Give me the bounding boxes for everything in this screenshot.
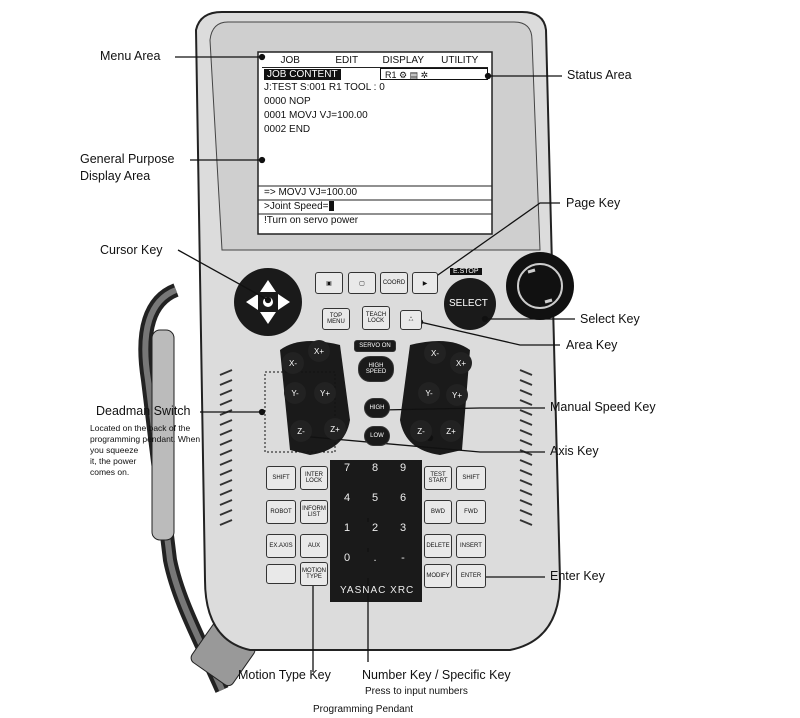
servo-on-key[interactable]: SERVO ON	[354, 340, 396, 352]
area-key[interactable]: ஃ	[400, 310, 422, 330]
num-key-7[interactable]: 7	[334, 462, 360, 488]
axis-key-right-x-plus[interactable]: X+	[450, 352, 472, 374]
num-key-2[interactable]: 2	[362, 522, 388, 548]
label-motion-type-key: Motion Type Key	[238, 668, 331, 682]
estop-button	[506, 252, 574, 320]
axis-key-left-z-minus[interactable]: Z-	[290, 420, 312, 442]
aux-key[interactable]: AUX	[300, 534, 328, 558]
label-general-purpose: General Purpose	[80, 152, 175, 166]
modify-key[interactable]: MODIFY	[424, 564, 452, 588]
inform-list-key[interactable]: INFORM LIST	[300, 500, 328, 524]
axis-key-right-y-minus[interactable]: Y-	[418, 382, 440, 404]
num-key-8[interactable]: 8	[362, 462, 388, 488]
lcd-menu: JOB EDIT DISPLAY UTILITY	[262, 55, 488, 68]
label-area-key: Area Key	[566, 338, 618, 352]
axis-key-left-x-minus[interactable]: X-	[282, 352, 304, 374]
lcd-frame	[257, 51, 493, 235]
num-key-6[interactable]: 6	[390, 492, 416, 518]
axis-key-right-y-plus[interactable]: Y+	[446, 384, 468, 406]
manual-speed-low[interactable]: LOW	[364, 426, 390, 446]
menu-display[interactable]: DISPLAY	[382, 55, 425, 66]
label-display-area: Display Area	[80, 169, 151, 183]
axis-key-right-x-minus[interactable]: X-	[424, 342, 446, 364]
axis-key-right-z-minus[interactable]: Z-	[410, 420, 432, 442]
status-area: R1 ⚙ ▤ ✲	[380, 68, 488, 80]
enter-key[interactable]: ENTER	[456, 564, 486, 588]
num-key-1[interactable]: 1	[334, 522, 360, 548]
left-bottom-key[interactable]	[266, 564, 296, 584]
axis-key-right-z-plus[interactable]: Z+	[440, 420, 462, 442]
label-select-key: Select Key	[580, 312, 640, 326]
page-key-2[interactable]: ▢	[348, 272, 376, 294]
estop-label: E.STOP	[450, 268, 482, 275]
num-key-minus[interactable]: -	[390, 552, 416, 578]
menu-edit[interactable]: EDIT	[335, 55, 359, 66]
label-manual-speed-key: Manual Speed Key	[550, 400, 656, 414]
axis-key-left-x-plus[interactable]: X+	[308, 340, 330, 362]
menu-utility[interactable]: UTILITY	[441, 55, 479, 66]
job-line-0002: 0002 END	[264, 124, 311, 135]
label-enter-key: Enter Key	[550, 569, 605, 583]
deadman-note: Located on the back of the programming p…	[90, 423, 201, 477]
num-key-9[interactable]: 9	[390, 462, 416, 488]
label-cursor-key: Cursor Key	[100, 243, 163, 257]
coord-key[interactable]: COORD	[380, 272, 408, 294]
interlock-key[interactable]: INTER LOCK	[300, 466, 328, 490]
lcd-screen: JOB EDIT DISPLAY UTILITY JOB CONTENT R1 …	[262, 55, 488, 231]
cursor-arrows-icon	[246, 280, 290, 324]
job-content-title: JOB CONTENT	[264, 69, 341, 80]
menu-job[interactable]: JOB	[280, 55, 300, 66]
shift-left-key[interactable]: SHIFT	[266, 466, 296, 490]
bwd-key[interactable]: BWD	[424, 500, 452, 524]
job-info-line: J:TEST S:001 R1 TOOL : 0	[264, 82, 385, 93]
brand-label: YASNAC XRC	[340, 585, 415, 596]
num-key-0[interactable]: 0	[334, 552, 360, 578]
cable-sleeve	[151, 329, 175, 541]
test-start-key[interactable]: TEST START	[424, 466, 452, 490]
job-line-0000: 0000 NOP	[264, 96, 311, 107]
insert-key[interactable]: INSERT	[456, 534, 486, 558]
top-menu-key[interactable]: TOP MENU	[322, 308, 350, 330]
motion-type-key[interactable]: MOTION TYPE	[300, 562, 328, 586]
manual-speed-high[interactable]: HIGH	[364, 398, 390, 418]
num-key-dot[interactable]: .	[362, 552, 388, 578]
shift-right-key[interactable]: SHIFT	[456, 466, 486, 490]
label-menu-area: Menu Area	[100, 49, 161, 63]
axis-key-left-y-plus[interactable]: Y+	[314, 382, 336, 404]
teach-lock-key[interactable]: TEACH LOCK	[362, 306, 390, 330]
label-page-key: Page Key	[566, 196, 621, 210]
label-deadman-switch: Deadman Switch	[96, 404, 191, 418]
job-line-0001: 0001 MOVJ VJ=100.00	[264, 110, 368, 121]
fwd-key[interactable]: FWD	[456, 500, 486, 524]
select-key[interactable]: SELECT	[449, 298, 488, 309]
axis-key-left-z-plus[interactable]: Z+	[324, 418, 346, 440]
number-note: Press to input numbers	[365, 686, 468, 697]
num-key-4[interactable]: 4	[334, 492, 360, 518]
input-line: => MOVJ VJ=100.00	[264, 187, 358, 198]
speed-line: >Joint Speed=	[264, 201, 334, 213]
label-status-area: Status Area	[567, 68, 632, 82]
page-key[interactable]: ▶	[412, 272, 438, 294]
high-speed-key[interactable]: HIGH SPEED	[358, 356, 394, 382]
num-key-5[interactable]: 5	[362, 492, 388, 518]
caption: Programming Pendant	[313, 704, 414, 715]
delete-key[interactable]: DELETE	[424, 534, 452, 558]
message-line: !Turn on servo power	[264, 215, 359, 226]
axis-key-left-y-minus[interactable]: Y-	[284, 382, 306, 404]
ex-axis-key[interactable]: EX.AXIS	[266, 534, 296, 558]
robot-key[interactable]: ROBOT	[266, 500, 296, 524]
label-number-key: Number Key / Specific Key	[362, 668, 511, 682]
label-axis-key: Axis Key	[550, 444, 599, 458]
num-key-3[interactable]: 3	[390, 522, 416, 548]
page-key-1[interactable]: ▣	[315, 272, 343, 294]
